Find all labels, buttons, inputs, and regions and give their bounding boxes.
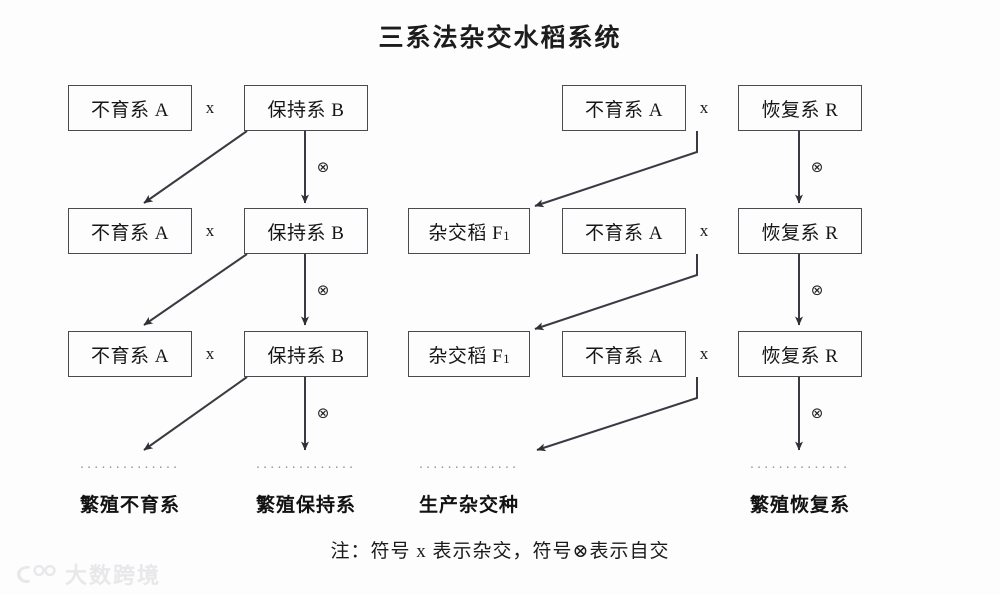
watermark-text: 大数跨境 (65, 563, 162, 588)
self-cross-icon-maintainer-1: ⊗ (312, 158, 334, 176)
page-title: 三系法杂交水稻系统 (378, 25, 622, 52)
cross-symbol-label: x (205, 344, 215, 363)
cross-r3-left: x (199, 344, 221, 364)
footnote: 注：符号 x 表示杂交，符号⊗表示自交 (330, 541, 670, 562)
sterile-line-r2c1[interactable]: 不育系 A (68, 208, 192, 254)
node-label-subscript: 1 (503, 228, 510, 243)
bottom-label-text: 生产杂交种 (418, 495, 519, 516)
bottom-label-propagate-sterile: 繁殖不育系 (35, 490, 225, 517)
continuation-dots-sterile: .............. (70, 455, 190, 472)
cross-symbol-label: x (699, 344, 709, 363)
self-cross-icon-restorer-3: ⊗ (806, 404, 828, 422)
self-cross-symbol-label: ⊗ (810, 158, 824, 176)
bottom-label-propagate-restorer: 繁殖恢复系 (705, 490, 895, 517)
self-cross-icon-restorer-2: ⊗ (806, 281, 828, 299)
cross-symbol-label: x (205, 98, 215, 117)
node-label: 不育系 A (585, 222, 663, 244)
self-cross-icon-maintainer-2: ⊗ (312, 281, 334, 299)
dots-label: .............. (79, 455, 181, 472)
cross-r3-right: x (693, 344, 715, 364)
node-label: 保持系 B (267, 222, 345, 244)
dots-label: .............. (255, 455, 357, 472)
bottom-label-propagate-maintainer: 繁殖保持系 (211, 490, 401, 517)
arrow-cross-a-b-2 (143, 253, 248, 326)
cross-symbol-label: x (699, 98, 709, 117)
node-label: 恢复系 R (761, 99, 839, 121)
continuation-dots-maintainer: .............. (246, 455, 366, 472)
cross-r2-left: x (199, 221, 221, 241)
dots-label: .............. (418, 455, 520, 472)
maintainer-line-r2c2[interactable]: 保持系 B (244, 208, 368, 254)
node-label: 不育系 A (91, 222, 169, 244)
node-label: 保持系 B (267, 345, 345, 367)
node-label: 恢复系 R (761, 345, 839, 367)
node-label: 不育系 A (91, 99, 169, 121)
cross-symbol-label: x (699, 221, 709, 240)
arrow-cross-a-r-3 (536, 377, 698, 452)
restorer-line-r2c4[interactable]: 恢复系 R (738, 208, 862, 254)
maintainer-line-r1c2[interactable]: 保持系 B (244, 85, 368, 131)
continuation-dots-restorer: .............. (740, 455, 860, 472)
sterile-line-r3c1[interactable]: 不育系 A (68, 331, 192, 377)
arrow-cross-a-r-1 (534, 131, 698, 208)
node-label: 保持系 B (267, 99, 345, 121)
cross-r1-left: x (199, 98, 221, 118)
bottom-label-text: 繁殖保持系 (255, 495, 356, 516)
self-cross-icon-maintainer-3: ⊗ (312, 404, 334, 422)
sterile-line-r1c3[interactable]: 不育系 A (562, 85, 686, 131)
self-cross-symbol-label: ⊗ (810, 404, 824, 422)
node-label: 不育系 A (585, 99, 663, 121)
restorer-line-r3c4[interactable]: 恢复系 R (738, 331, 862, 377)
node-label: 不育系 A (585, 345, 663, 367)
self-cross-symbol-label: ⊗ (316, 404, 330, 422)
dots-label: .............. (749, 455, 851, 472)
self-cross-symbol-label: ⊗ (810, 281, 824, 299)
node-label: 杂交稻 F (428, 222, 504, 244)
cross-symbol-label: x (205, 221, 215, 240)
sterile-line-r2c3[interactable]: 不育系 A (562, 208, 686, 254)
arrow-cross-a-r-2 (534, 254, 698, 331)
self-cross-symbol-label: ⊗ (316, 158, 330, 176)
self-cross-symbol-label: ⊗ (316, 281, 330, 299)
sterile-line-r1c1[interactable]: 不育系 A (68, 85, 192, 131)
node-label: 杂交稻 F (428, 345, 504, 367)
bottom-label-produce-hybrid-seed: 生产杂交种 (374, 490, 564, 517)
maintainer-line-r3c2[interactable]: 保持系 B (244, 331, 368, 377)
cross-r1-right: x (693, 98, 715, 118)
watermark: 大数跨境 (14, 558, 161, 590)
sterile-line-r3c3[interactable]: 不育系 A (562, 331, 686, 377)
arrow-cross-a-b-1 (143, 130, 248, 204)
cross-r2-right: x (693, 221, 715, 241)
continuation-dots-hybrid: .............. (409, 455, 529, 472)
watermark-logo-icon (17, 564, 56, 583)
node-label: 不育系 A (91, 345, 169, 367)
bottom-label-text: 繁殖恢复系 (749, 495, 850, 516)
self-cross-icon-restorer-1: ⊗ (806, 158, 828, 176)
node-label: 恢复系 R (761, 222, 839, 244)
node-label-subscript: 1 (503, 351, 510, 366)
restorer-line-r1c4[interactable]: 恢复系 R (738, 85, 862, 131)
arrow-cross-a-b-3 (143, 376, 248, 451)
bottom-label-text: 繁殖不育系 (79, 495, 180, 516)
